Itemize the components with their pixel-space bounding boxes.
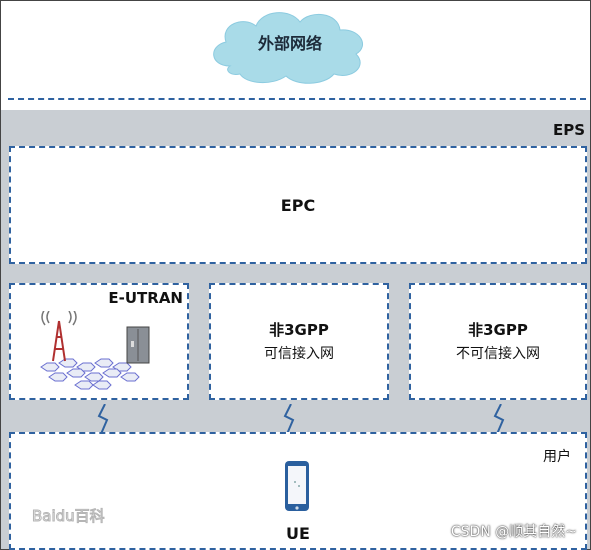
non3gpp-trusted-line1: 非3GPP — [269, 321, 329, 339]
network-boundary-line — [8, 98, 586, 100]
ue-label: UE — [286, 524, 310, 543]
cell-tower-icon — [40, 311, 150, 390]
cloud-label: 外部网络 — [257, 34, 322, 53]
radio-link-icon — [97, 404, 109, 434]
non3gpp-trusted-box: 非3GPP 可信接入网 — [209, 283, 389, 400]
user-area-box: 用户 UE — [9, 432, 587, 550]
non3gpp-untrusted-box: 非3GPP 不可信接入网 — [409, 283, 587, 400]
eps-label: EPS — [552, 121, 585, 139]
radio-link-icon — [493, 404, 505, 434]
eutran-box: E-UTRAN — [9, 283, 189, 400]
user-area-label: 用户 — [543, 449, 571, 465]
radio-link-icon — [283, 404, 295, 434]
cloud-external-network — [213, 12, 363, 84]
non3gpp-untrusted-line1: 非3GPP — [468, 321, 528, 339]
non3gpp-trusted-line2: 可信接入网 — [264, 346, 334, 362]
smartphone-icon — [285, 461, 309, 511]
epc-box: EPC — [9, 146, 587, 264]
non3gpp-untrusted-line2: 不可信接入网 — [456, 346, 540, 362]
csdn-watermark: CSDN @顺其自然~ — [450, 524, 577, 540]
baidu-watermark: Baidu百科 — [32, 507, 106, 526]
epc-label: EPC — [280, 196, 316, 215]
eutran-label: E-UTRAN — [108, 289, 183, 307]
